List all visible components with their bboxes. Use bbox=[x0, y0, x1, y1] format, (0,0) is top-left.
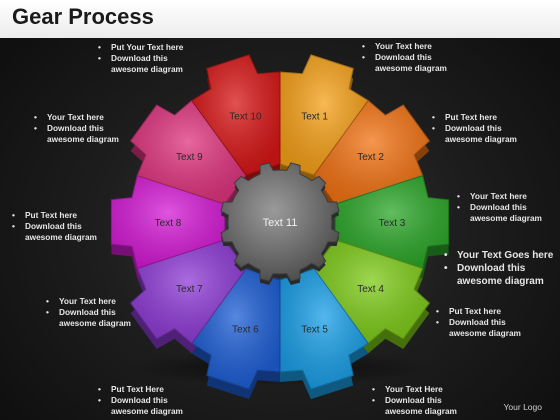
note-line: Download this bbox=[432, 123, 517, 134]
note-line: Put Text here bbox=[436, 306, 521, 317]
gear-segment-label: Text 7 bbox=[176, 284, 203, 295]
note-line: awesome diagram bbox=[111, 406, 183, 416]
note-line: awesome diagram bbox=[47, 134, 119, 144]
note-line: Put Text Here bbox=[98, 384, 183, 395]
gear-segment-label: Text 4 bbox=[357, 284, 384, 295]
note-right-2: Your Text here Download this awesome dia… bbox=[457, 191, 542, 224]
note-bottom-left: Put Text Here Download this awesome diag… bbox=[98, 384, 183, 417]
gear-segment-highlight bbox=[111, 175, 225, 269]
note-line: Download this bbox=[46, 307, 131, 318]
note-line: Your Text Goes here bbox=[444, 249, 553, 262]
gear-segment-label: Text 6 bbox=[232, 325, 259, 336]
center-cog bbox=[220, 162, 340, 282]
note-right-3: Your Text Goes here Download this awesom… bbox=[444, 249, 553, 288]
gear-segment-label: Text 5 bbox=[301, 325, 328, 336]
note-line: Download this bbox=[457, 202, 542, 213]
center-label: Text 11 bbox=[263, 217, 298, 229]
gear-segment-highlight bbox=[191, 54, 280, 176]
note-line: awesome diagram bbox=[445, 134, 517, 144]
gear-segment-label: Text 2 bbox=[357, 152, 384, 163]
note-line: awesome diagram bbox=[59, 318, 131, 328]
note-line: Download this bbox=[34, 123, 119, 134]
note-line: Download this bbox=[444, 262, 553, 275]
note-line: Download this bbox=[436, 317, 521, 328]
note-line: Your Text here bbox=[457, 191, 542, 202]
note-top-right: Your Text here Download this awesome dia… bbox=[362, 41, 447, 74]
gear-segment-highlight bbox=[335, 175, 449, 269]
gear-segment-highlight bbox=[280, 54, 369, 176]
note-line: awesome diagram bbox=[470, 213, 542, 223]
gear-segment-highlight bbox=[130, 239, 246, 344]
gear-segment-highlight bbox=[314, 100, 430, 205]
note-line: Your Text here bbox=[46, 296, 131, 307]
note-line: Download this bbox=[98, 53, 183, 64]
note-line: Download this bbox=[12, 221, 97, 232]
note-line: awesome diagram bbox=[385, 406, 457, 416]
gear-segment-highlight bbox=[130, 100, 246, 205]
note-line: Put Text here bbox=[432, 112, 517, 123]
note-right-1: Put Text here Download this awesome diag… bbox=[432, 112, 517, 145]
note-line: Download this bbox=[372, 395, 457, 406]
note-line: Your Text here bbox=[362, 41, 447, 52]
note-left-2: Put Text here Download this awesome diag… bbox=[12, 210, 97, 243]
gear-segment-label: Text 8 bbox=[155, 218, 182, 229]
gear-segment-label: Text 10 bbox=[229, 112, 262, 123]
note-left-1: Your Text here Download this awesome dia… bbox=[34, 112, 119, 145]
note-line: awesome diagram bbox=[375, 63, 447, 73]
page-title: Gear Process bbox=[12, 4, 154, 29]
note-right-4: Put Text here Download this awesome diag… bbox=[436, 306, 521, 339]
note-line: Download this bbox=[362, 52, 447, 63]
note-top-left: Put Your Text here Download this awesome… bbox=[98, 42, 183, 75]
note-line: Put Text here bbox=[12, 210, 97, 221]
note-line: awesome diagram bbox=[25, 232, 97, 242]
note-line: Put Your Text here bbox=[98, 42, 183, 53]
note-line: awesome diagram bbox=[457, 276, 544, 287]
title-bar: Gear Process bbox=[0, 0, 560, 38]
note-bottom-right: Your Text Here Download this awesome dia… bbox=[372, 384, 457, 417]
note-line: Your Text here bbox=[34, 112, 119, 123]
note-left-3: Your Text here Download this awesome dia… bbox=[46, 296, 131, 329]
gear-segment-highlight bbox=[191, 268, 280, 390]
gear-segment-label: Text 9 bbox=[176, 152, 203, 163]
note-line: Your Text Here bbox=[372, 384, 457, 395]
gear-segment-highlight bbox=[280, 268, 369, 390]
gear-segment-label: Text 1 bbox=[301, 112, 328, 123]
logo-text: Your Logo bbox=[503, 402, 542, 412]
gear-segment-label: Text 3 bbox=[379, 218, 406, 229]
note-line: Download this bbox=[98, 395, 183, 406]
note-line: awesome diagram bbox=[111, 64, 183, 74]
gear-segment-highlight bbox=[314, 239, 430, 344]
note-line: awesome diagram bbox=[449, 328, 521, 338]
